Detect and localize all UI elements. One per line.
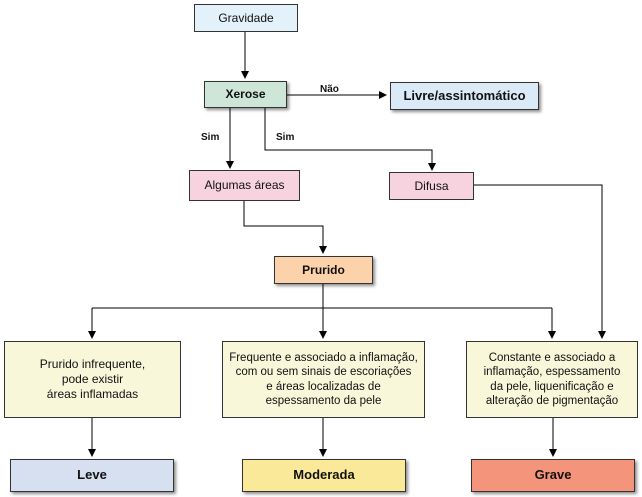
node-livre: Livre/assintomático (390, 82, 539, 110)
node-gravidade: Gravidade (194, 4, 298, 32)
node-desc-leve: Prurido infrequente, pode existir áreas … (4, 341, 181, 418)
node-prurido: Prurido (274, 256, 373, 284)
node-moderada: Moderada (242, 459, 406, 492)
edge-xerose-difusa (264, 108, 436, 171)
node-leve: Leve (10, 459, 174, 492)
node-algumas-areas: Algumas áreas (189, 170, 300, 201)
node-gravidade-label: Gravidade (218, 10, 274, 25)
node-xerose-label: Xerose (225, 87, 266, 101)
node-grave: Grave (471, 459, 635, 492)
node-desc-moderada-label: Frequente e associado a inflamação, com … (229, 351, 418, 407)
node-difusa-label: Difusa (414, 178, 449, 193)
node-algumas-areas-label: Algumas áreas (204, 178, 285, 192)
edge-algumas-prurido (243, 201, 327, 254)
node-prurido-label: Prurido (302, 262, 345, 277)
node-grave-label: Grave (534, 467, 572, 483)
edge-difusa-grave (474, 184, 606, 339)
node-desc-leve-label: Prurido infrequente, pode existir áreas … (39, 357, 146, 401)
edge-label-sim-right: Sim (276, 132, 295, 143)
node-difusa: Difusa (389, 172, 474, 200)
node-livre-label: Livre/assintomático (403, 87, 526, 103)
edge-label-sim-left: Sim (201, 132, 220, 143)
node-xerose: Xerose (204, 81, 287, 108)
node-desc-moderada: Frequente e associado a inflamação, com … (222, 341, 425, 418)
edge-label-nao: Não (320, 84, 339, 95)
node-desc-grave-label: Constante e associado a inflamação, espe… (483, 351, 621, 407)
node-leve-label: Leve (77, 467, 107, 483)
node-desc-grave: Constante e associado a inflamação, espe… (466, 341, 638, 418)
node-moderada-label: Moderada (293, 467, 355, 483)
